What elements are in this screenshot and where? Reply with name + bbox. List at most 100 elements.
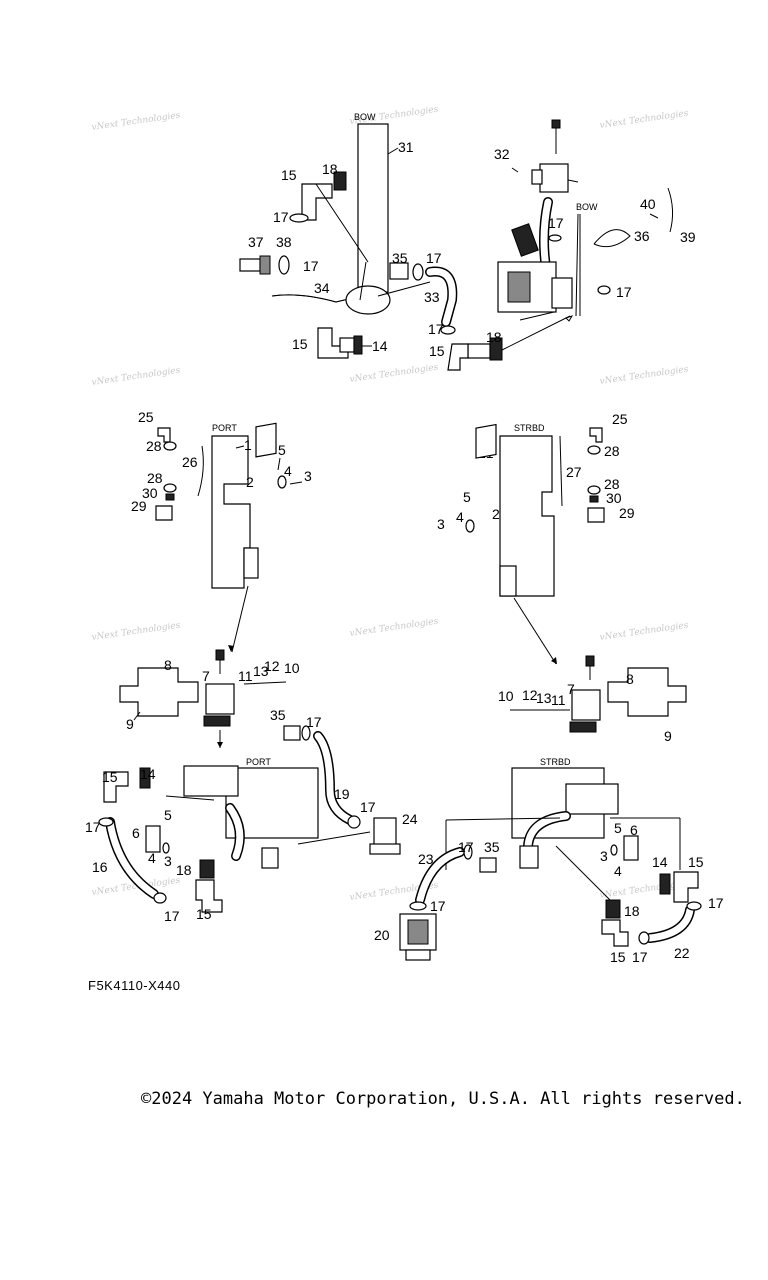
watermark: vNext Technologies	[91, 621, 181, 643]
part-18-fitting	[333, 171, 347, 191]
callout-32: 32	[494, 146, 510, 162]
callout-15: 15	[102, 769, 118, 785]
callout-15: 15	[688, 854, 704, 870]
callout-17: 17	[164, 908, 180, 924]
callout-26: 26	[182, 454, 198, 470]
bow-assembly-right: 32 17 BOW 36 17 40 39 18 15	[429, 119, 696, 371]
callout-25: 25	[612, 411, 628, 427]
callout-1: 1	[244, 437, 252, 453]
part-38-ring	[278, 255, 290, 275]
callout-10: 10	[284, 660, 300, 676]
callout-3: 3	[437, 516, 445, 532]
callout-25: 25	[138, 409, 154, 425]
callout-34: 34	[314, 280, 330, 296]
part-2-bracket	[475, 423, 497, 459]
callout-9: 9	[126, 716, 134, 732]
callout-13: 13	[536, 690, 552, 706]
watermark: vNext Technologies	[349, 363, 439, 385]
part-15-elbow	[103, 771, 129, 803]
part-14-fitting	[659, 873, 671, 895]
callout-4: 4	[148, 850, 156, 866]
callout-15: 15	[292, 336, 308, 352]
callout-17: 17	[306, 714, 322, 730]
callout-17: 17	[85, 819, 101, 835]
part-35-fitting	[479, 857, 497, 873]
callout-3: 3	[164, 853, 172, 869]
callout-18: 18	[624, 903, 640, 919]
callout-33: 33	[424, 289, 440, 305]
diagram-code: F5K4110-X440	[88, 978, 181, 993]
callout-11: 11	[238, 668, 253, 684]
strbd-pump-system: 8 9 7 10 12 13 11 STRBD 23 17 35 17	[374, 655, 724, 965]
callout-14: 14	[372, 338, 388, 354]
callout-17: 17	[273, 209, 289, 225]
bow-label: BOW	[354, 112, 376, 122]
callout-6: 6	[132, 825, 140, 841]
callout-10: 10	[498, 688, 514, 704]
callout-22: 22	[674, 945, 690, 961]
callout-17: 17	[428, 321, 444, 337]
callout-31: 31	[398, 139, 414, 155]
part-35-fitting	[389, 262, 409, 280]
watermark: vNext Technologies	[599, 365, 689, 387]
strbd-label: STRBD	[540, 757, 571, 767]
callout-28: 28	[604, 443, 620, 459]
watermark: vNext Technologies	[599, 109, 689, 131]
part-bilge-unit	[345, 285, 391, 315]
strbd-label: STRBD	[514, 423, 545, 433]
callout-4: 4	[284, 463, 292, 479]
part-37-plug	[239, 258, 261, 272]
callout-17: 17	[303, 258, 319, 274]
callout-17: 17	[616, 284, 632, 300]
part-17-clamp	[289, 213, 309, 223]
callout-19: 19	[334, 786, 350, 802]
callout-28: 28	[146, 438, 162, 454]
callout-35: 35	[270, 707, 286, 723]
callout-35: 35	[392, 250, 408, 266]
callout-29: 29	[619, 505, 635, 521]
part-8-bracket	[607, 667, 687, 717]
part-24-strainer	[373, 817, 397, 847]
callout-35: 35	[484, 839, 500, 855]
callout-17: 17	[430, 898, 446, 914]
part-7-solenoid	[205, 683, 235, 715]
callout-11: 11	[551, 692, 566, 708]
part-18-fitting	[199, 859, 215, 879]
callout-14: 14	[140, 766, 156, 782]
part-31-tube	[357, 123, 389, 293]
bow-label: BOW	[576, 202, 598, 212]
callout-17: 17	[426, 250, 442, 266]
callout-8: 8	[626, 671, 634, 687]
callout-15: 15	[610, 949, 626, 965]
callout-39: 39	[680, 229, 696, 245]
callout-37: 37	[248, 234, 264, 250]
port-panel: PORT 1 26 25 28 28 30 29 2 5 4 3	[131, 409, 312, 653]
part-15-elbow	[447, 343, 469, 371]
watermark: vNext Technologies	[91, 366, 181, 388]
callout-18: 18	[176, 862, 192, 878]
part-17-clamp	[440, 325, 456, 335]
part-21-panel	[499, 435, 555, 597]
callout-20: 20	[374, 927, 390, 943]
callout-23: 23	[418, 851, 434, 867]
callout-5: 5	[614, 820, 622, 836]
callout-7: 7	[567, 681, 575, 697]
part-8-bracket	[119, 667, 199, 717]
callout-4: 4	[614, 863, 622, 879]
parts-diagram: vNext Technologies vNext Technologies vN…	[85, 105, 724, 965]
callout-2: 2	[246, 474, 254, 490]
callout-13: 13	[253, 663, 269, 679]
part-35-fitting	[283, 725, 301, 741]
watermark: vNext Technologies	[599, 621, 689, 643]
callout-15: 15	[281, 167, 297, 183]
strbd-panel: STRBD 21 27 25 28 28 30 29 2 5 4 3	[437, 411, 635, 665]
callout-5: 5	[164, 807, 172, 823]
callout-17: 17	[708, 895, 724, 911]
callout-5: 5	[463, 489, 471, 505]
callout-36: 36	[634, 228, 650, 244]
callout-8: 8	[164, 657, 172, 673]
part-14-fitting	[353, 335, 363, 355]
callout-12: 12	[264, 658, 280, 674]
watermark: vNext Technologies	[91, 111, 181, 133]
part-15-elbow	[601, 919, 629, 947]
